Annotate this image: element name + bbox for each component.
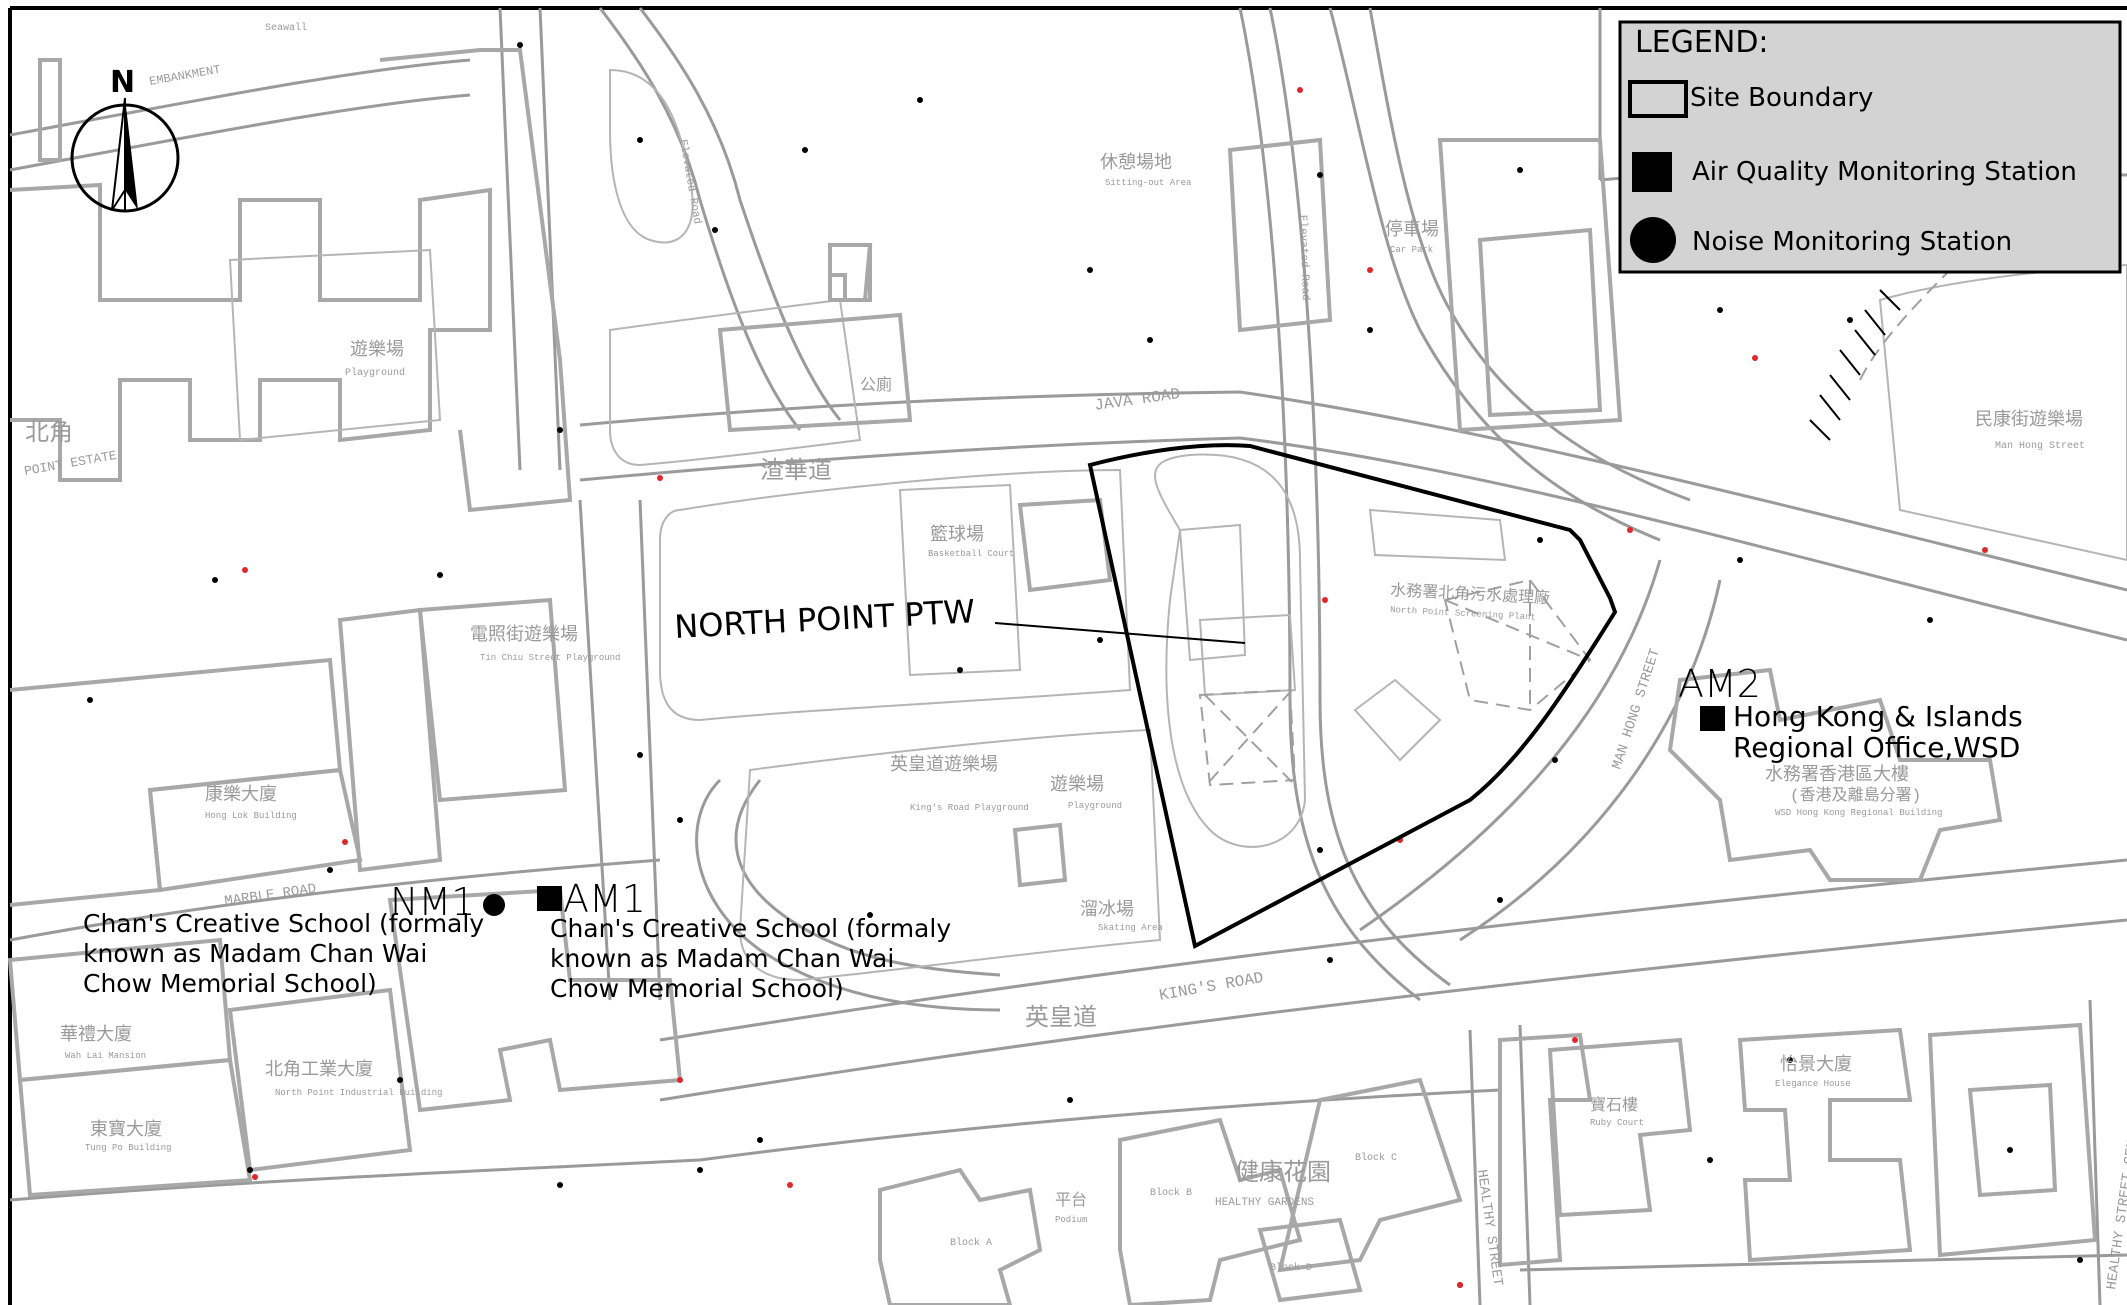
svg-text:籃球場: 籃球場 [930,524,984,546]
svg-text:Sitting-out Area: Sitting-out Area [1105,178,1192,188]
fence-markers [1809,289,1901,441]
legend-label: Noise Monitoring Station [1692,227,2012,257]
svg-text:Playground: Playground [1068,801,1122,811]
am2-description: Hong Kong & Islands Regional Office,WSD [1733,700,2023,764]
svg-text:華禮大廈: 華禮大廈 [60,1024,132,1046]
svg-text:公廁: 公廁 [860,375,892,395]
svg-text:Chow Memorial School): Chow Memorial School) [83,969,377,998]
svg-text:Tin Chiu Street Playground: Tin Chiu Street Playground [480,653,620,663]
svg-text:WSD Hong Kong Regional Buildin: WSD Hong Kong Regional Building [1775,808,1942,818]
building-outlines [7,48,2127,1305]
legend-title: LEGEND: [1635,25,1769,60]
am1-description: Chan's Creative School (formaly known as… [550,914,951,1003]
svg-text:Block D: Block D [1270,1262,1312,1274]
svg-text:Hong Lok Building: Hong Lok Building [205,811,297,821]
north-label: N [110,65,135,100]
am1-label: AM1 [563,877,646,921]
legend-item-site-boundary: Site Boundary [1628,80,1873,118]
svg-text:北角: 北角 [25,419,73,448]
legend-item-air-quality: Air Quality Monitoring Station [1632,152,2077,192]
svg-text:渣華道: 渣華道 [760,457,832,486]
svg-text:怡景大廈: 怡景大廈 [1780,1054,1852,1076]
svg-text:Block C: Block C [1355,1152,1397,1164]
svg-text:溜冰場: 溜冰場 [1080,899,1134,921]
svg-text:Seawall: Seawall [265,22,307,34]
svg-text:Tung Po Building: Tung Po Building [85,1143,171,1153]
svg-text:康樂大廈: 康樂大廈 [205,784,277,806]
svg-text:HEALTHY GARDENS: HEALTHY GARDENS [1215,1197,1314,1209]
svg-text:北角工業大廈: 北角工業大廈 [265,1059,373,1081]
svg-text:Car Park: Car Park [1390,245,1433,255]
svg-text:King's Road Playground: King's Road Playground [910,803,1029,813]
svg-text:民康街遊樂場: 民康街遊樂場 [1975,409,2083,431]
depot-structures [1154,453,1592,848]
nm1-description: Chan's Creative School (formaly known as… [83,909,484,998]
svg-text:Chow Memorial School): Chow Memorial School) [550,974,844,1003]
svg-text:停車場: 停車場 [1385,219,1439,241]
svg-text:Podium: Podium [1055,1215,1087,1225]
svg-text:Ruby Court: Ruby Court [1590,1118,1644,1128]
svg-text:英皇道: 英皇道 [1025,1004,1097,1033]
svg-text:東寶大廈: 東寶大廈 [90,1119,162,1141]
svg-text:North Point Industrial Buildin: North Point Industrial Building [275,1088,442,1098]
nm1-noise-station [483,894,505,916]
legend-label: Site Boundary [1690,83,1873,113]
svg-text:平台: 平台 [1055,1191,1087,1210]
svg-text:休憩場地: 休憩場地 [1100,152,1172,174]
svg-text:遊樂場: 遊樂場 [350,339,404,361]
svg-text:Wah Lai Mansion: Wah Lai Mansion [65,1051,146,1061]
svg-text:水務署香港區大樓: 水務署香港區大樓 [1765,764,1909,786]
am2-air-station [1700,706,1725,731]
legend-item-noise: Noise Monitoring Station [1630,217,2012,263]
svg-text:Basketball Court: Basketball Court [928,549,1014,559]
svg-text:健康花園: 健康花園 [1235,1159,1331,1188]
svg-text:Hong Kong & Islands: Hong Kong & Islands [1733,700,2023,733]
am1-air-station [537,886,562,911]
svg-text:Regional Office,WSD: Regional Office,WSD [1733,731,2020,764]
svg-text:寶石樓: 寶石樓 [1590,1095,1638,1115]
site-boundary [1087,443,1618,950]
svg-text:Chan's Creative School (formal: Chan's Creative School (formaly [550,914,951,943]
nm1-label: NM1 [390,880,475,924]
legend-label: Air Quality Monitoring Station [1692,157,2077,187]
svg-text:Man Hong Street: Man Hong Street [1995,441,2085,452]
survey-points [87,42,2083,1288]
svg-text:遊樂場: 遊樂場 [1050,774,1104,796]
svg-text:英皇道遊樂場: 英皇道遊樂場 [890,754,998,776]
svg-text:Playground: Playground [345,367,405,379]
am2-label: AM2 [1678,662,1761,706]
svg-text:Skating Area: Skating Area [1098,923,1163,933]
svg-text:known as Madam Chan Wai: known as Madam Chan Wai [83,939,427,968]
svg-text:電照街遊樂場: 電照街遊樂場 [470,624,578,646]
svg-text:Block B: Block B [1150,1187,1192,1199]
north-arrow: N [70,65,180,213]
svg-text:Elegance House: Elegance House [1775,1079,1851,1089]
svg-text:Chan's Creative School (formal: Chan's Creative School (formaly [83,909,484,938]
svg-text:(香港及離島分署): (香港及離島分署) [1790,786,1921,805]
site-leader-line [994,622,1246,644]
svg-text:Elevated Road: Elevated Road [1296,215,1311,301]
svg-text:known as Madam Chan Wai: known as Madam Chan Wai [550,944,894,973]
legend: LEGEND: Site Boundary Air Quality Monito… [1618,20,2122,274]
svg-text:Block A: Block A [950,1237,992,1249]
